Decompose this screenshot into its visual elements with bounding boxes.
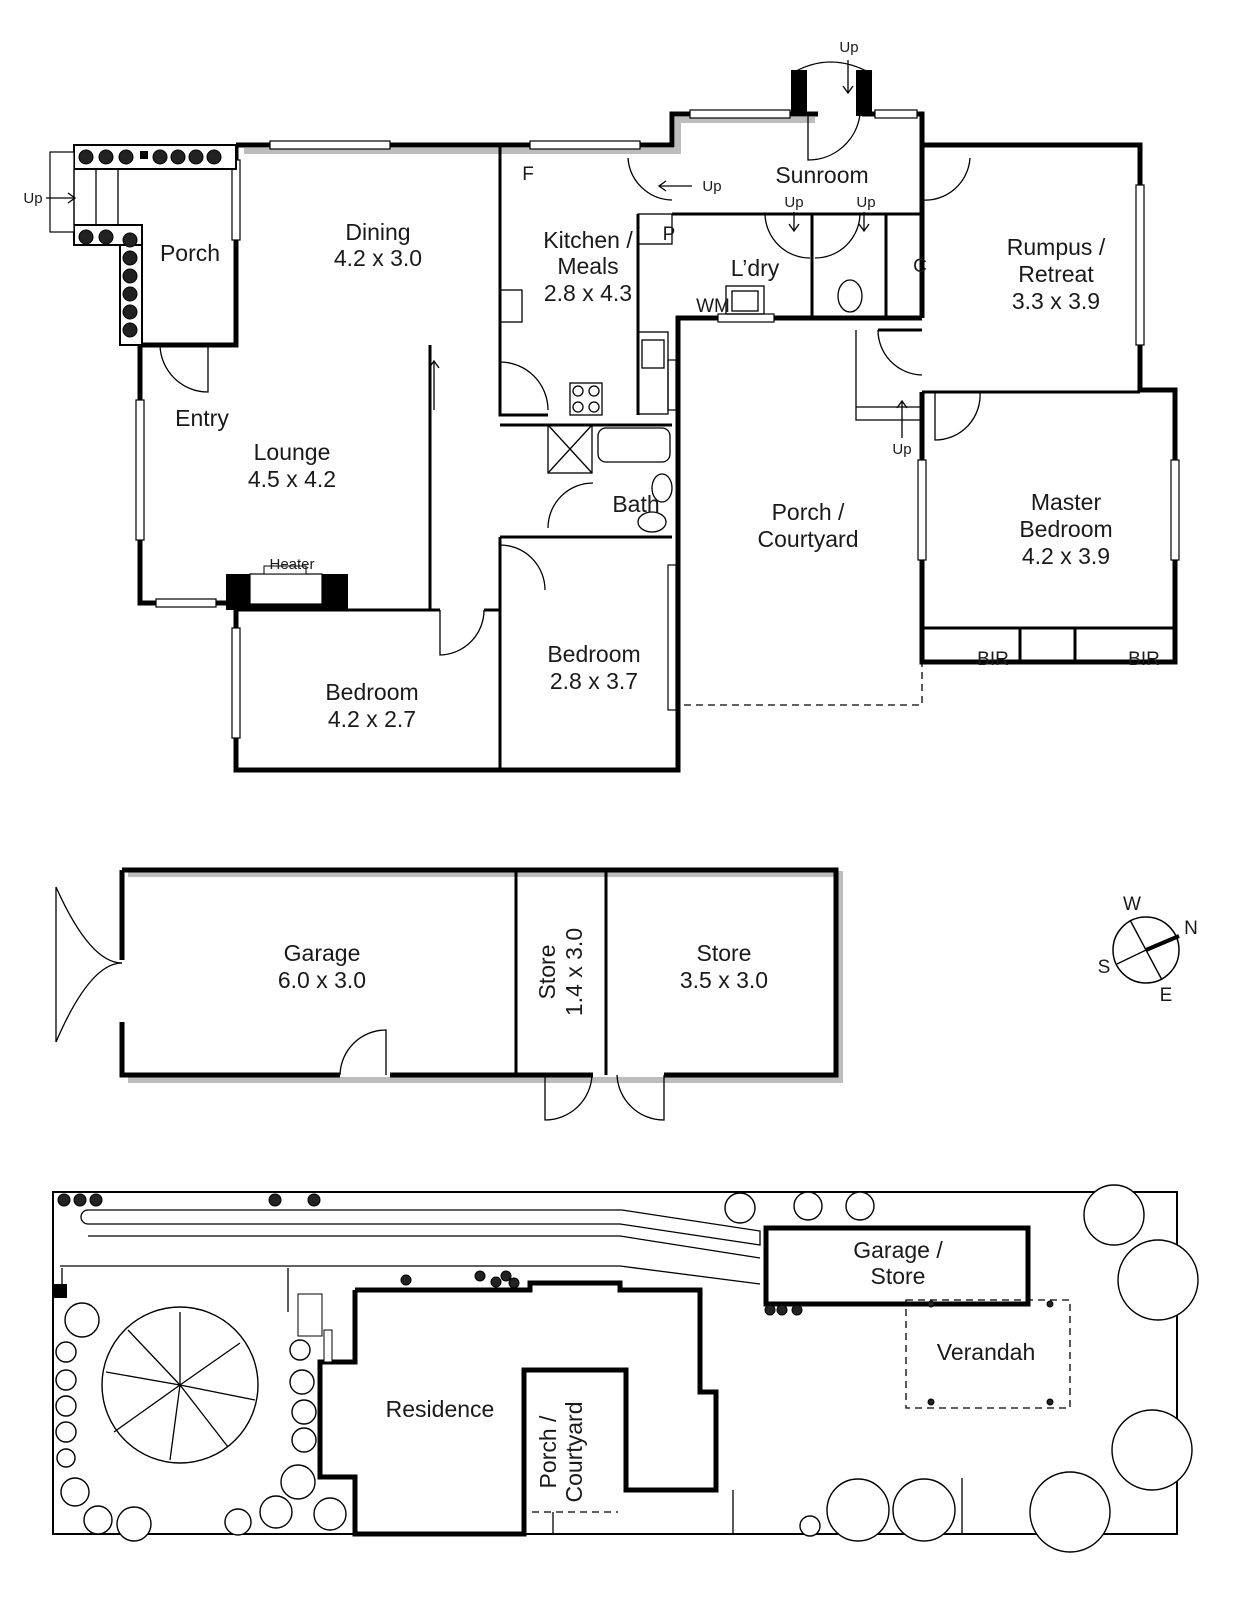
- store-narrow-label: Store: [534, 945, 560, 1000]
- store-narrow-size: 1.4 x 3.0: [561, 928, 587, 1016]
- up-label-laundry: Up: [784, 194, 803, 211]
- heater-label: Heater: [269, 556, 314, 573]
- cupboard-label: C: [913, 256, 927, 277]
- rumpus-size: 3.3 x 3.9: [1012, 288, 1100, 314]
- compass-e: E: [1160, 985, 1173, 1006]
- compass-icon: [1112, 916, 1180, 984]
- master-label-1: Master: [1031, 489, 1102, 515]
- garage-size: 6.0 x 3.0: [278, 967, 366, 993]
- kitchen-label: Kitchen /: [543, 227, 633, 253]
- sunroom-label: Sunroom: [775, 162, 868, 188]
- up-label-stairs: Up: [839, 39, 858, 56]
- store-label: Store: [697, 940, 752, 966]
- site-garage-label-2: Store: [871, 1263, 926, 1289]
- retreat-label: Retreat: [1018, 261, 1094, 287]
- site-courtyard-label-2: Courtyard: [561, 1402, 587, 1503]
- bedroom-2-label: Bedroom: [547, 641, 640, 667]
- master-size: 4.2 x 3.9: [1022, 543, 1110, 569]
- porch-label: Porch: [160, 240, 220, 266]
- dining-size: 4.2 x 3.0: [334, 245, 422, 271]
- pantry-label: P: [663, 224, 676, 245]
- site-courtyard-label-1: Porch /: [535, 1415, 561, 1488]
- bedroom-1-size: 4.2 x 2.7: [328, 706, 416, 732]
- house-plan: [46, 60, 1180, 773]
- compass-w: W: [1123, 894, 1141, 915]
- fridge-label: F: [522, 164, 534, 185]
- courtyard-label-1: Porch /: [772, 499, 845, 525]
- up-label-porch: Up: [23, 190, 42, 207]
- entry-label: Entry: [175, 405, 229, 431]
- meals-label: Meals: [557, 253, 618, 279]
- outbuilding-plan: [55, 867, 843, 1121]
- kitchen-size: 2.8 x 4.3: [544, 280, 632, 306]
- lounge-label: Lounge: [254, 439, 331, 465]
- laundry-label: L’dry: [731, 255, 780, 281]
- compass-s: S: [1098, 957, 1111, 978]
- up-label-courtyard: Up: [892, 441, 911, 458]
- compass-n: N: [1184, 918, 1198, 939]
- up-arrow-icon: [46, 60, 908, 438]
- store-size: 3.5 x 3.0: [680, 967, 768, 993]
- bir-label-left: BIR: [977, 649, 1009, 670]
- site-plan: [52, 1184, 1199, 1553]
- verandah-label: Verandah: [937, 1339, 1035, 1365]
- site-garage-label-1: Garage /: [853, 1237, 943, 1263]
- bath-label: Bath: [612, 491, 659, 517]
- bedroom-1-label: Bedroom: [325, 679, 418, 705]
- up-label-wc: Up: [856, 194, 875, 211]
- rumpus-label: Rumpus /: [1007, 234, 1106, 260]
- dining-label: Dining: [345, 219, 410, 245]
- garage-label: Garage: [284, 940, 361, 966]
- up-label-sunroom: Up: [702, 178, 721, 195]
- bedroom-2-size: 2.8 x 3.7: [550, 668, 638, 694]
- residence-label: Residence: [386, 1396, 495, 1422]
- courtyard-label-2: Courtyard: [758, 526, 859, 552]
- bir-label-right: BIR: [1128, 649, 1160, 670]
- master-label-2: Bedroom: [1019, 516, 1112, 542]
- lounge-size: 4.5 x 4.2: [248, 466, 336, 492]
- wm-label: WM: [696, 296, 730, 317]
